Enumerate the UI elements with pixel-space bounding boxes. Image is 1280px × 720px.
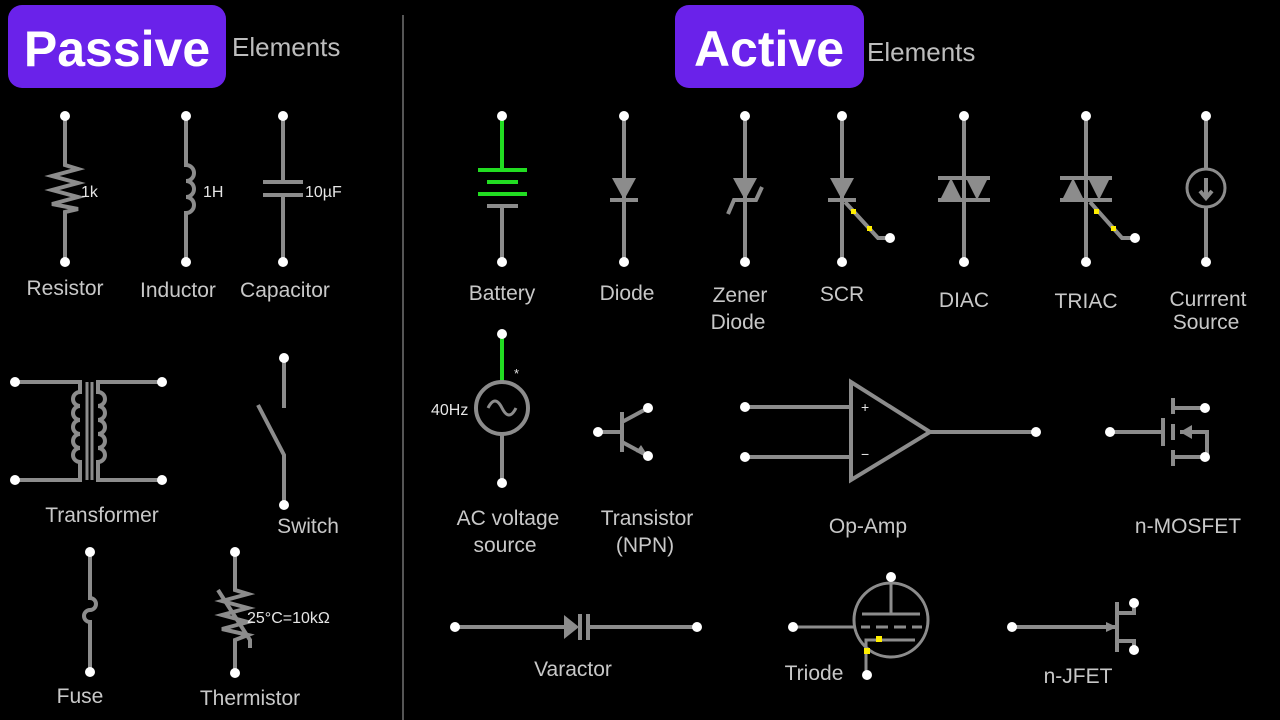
varactor-symbol: [450, 614, 702, 640]
battery-symbol: [478, 111, 527, 267]
triac-symbol: [1060, 111, 1140, 267]
inductor-symbol: [181, 111, 196, 267]
transformer-symbol: [10, 377, 167, 485]
thermistor-label: Thermistor: [200, 687, 300, 710]
triode-symbol: [788, 572, 930, 680]
inductor-value: 1H: [203, 184, 223, 201]
ac-source-marker: *: [514, 366, 519, 381]
diode-label: Diode: [600, 282, 655, 305]
diode-symbol: [610, 111, 638, 267]
scr-symbol: [828, 111, 895, 267]
op-amp-label: Op-Amp: [829, 515, 907, 538]
passive-badge: [8, 5, 226, 88]
n-jfet-symbol: [1007, 598, 1139, 655]
current-source-label-line2: Source: [1173, 311, 1240, 334]
active-subtitle: Elements: [867, 37, 975, 67]
current-source-label-line1: Currrent: [1169, 288, 1246, 311]
thermistor-value: 25°C=10kΩ: [247, 610, 330, 627]
capacitor-label: Capacitor: [240, 279, 330, 302]
ac-voltage-source-symbol: [474, 329, 530, 488]
transistor-label-line1: Transistor: [601, 507, 694, 530]
capacitor-symbol: [263, 111, 303, 267]
op-amp-plus: +: [861, 399, 869, 415]
scr-label: SCR: [820, 283, 864, 306]
triode-label: Triode: [785, 662, 844, 685]
resistor-symbol: [44, 111, 86, 267]
battery-label: Battery: [469, 282, 536, 305]
diac-symbol: [938, 111, 990, 267]
triac-label: TRIAC: [1055, 290, 1118, 313]
zener-label-line1: Zener: [713, 284, 768, 307]
fuse-label: Fuse: [57, 685, 104, 708]
op-amp-minus: −: [861, 446, 869, 462]
n-mosfet-label: n-MOSFET: [1135, 515, 1241, 538]
fuse-symbol: [82, 547, 98, 677]
capacitor-value: 10µF: [305, 184, 342, 201]
active-badge: [675, 5, 864, 88]
transistor-label-line2: (NPN): [616, 534, 674, 557]
npn-transistor-symbol: [593, 403, 653, 461]
zener-diode-symbol: [726, 111, 764, 267]
diac-label: DIAC: [939, 289, 989, 312]
ac-source-label-line2: source: [473, 534, 536, 557]
active-title: Active: [694, 21, 844, 77]
zener-label-line2: Diode: [711, 311, 766, 334]
varactor-label: Varactor: [534, 658, 612, 681]
thermistor-symbol: [214, 547, 256, 678]
switch-symbol: [256, 353, 289, 510]
resistor-label: Resistor: [26, 277, 103, 300]
passive-subtitle: Elements: [232, 32, 340, 62]
passive-title: Passive: [24, 21, 210, 77]
n-mosfet-symbol: [1105, 398, 1210, 466]
resistor-value: 1k: [81, 184, 99, 201]
transformer-label: Transformer: [45, 504, 159, 527]
inductor-label: Inductor: [140, 279, 216, 302]
op-amp-symbol: [740, 378, 1041, 484]
switch-label: Switch: [277, 515, 339, 538]
ac-source-label-line1: AC voltage: [457, 507, 560, 530]
current-source-symbol: [1185, 111, 1227, 267]
ac-source-frequency: 40Hz: [431, 402, 468, 419]
n-jfet-label: n-JFET: [1044, 665, 1113, 688]
